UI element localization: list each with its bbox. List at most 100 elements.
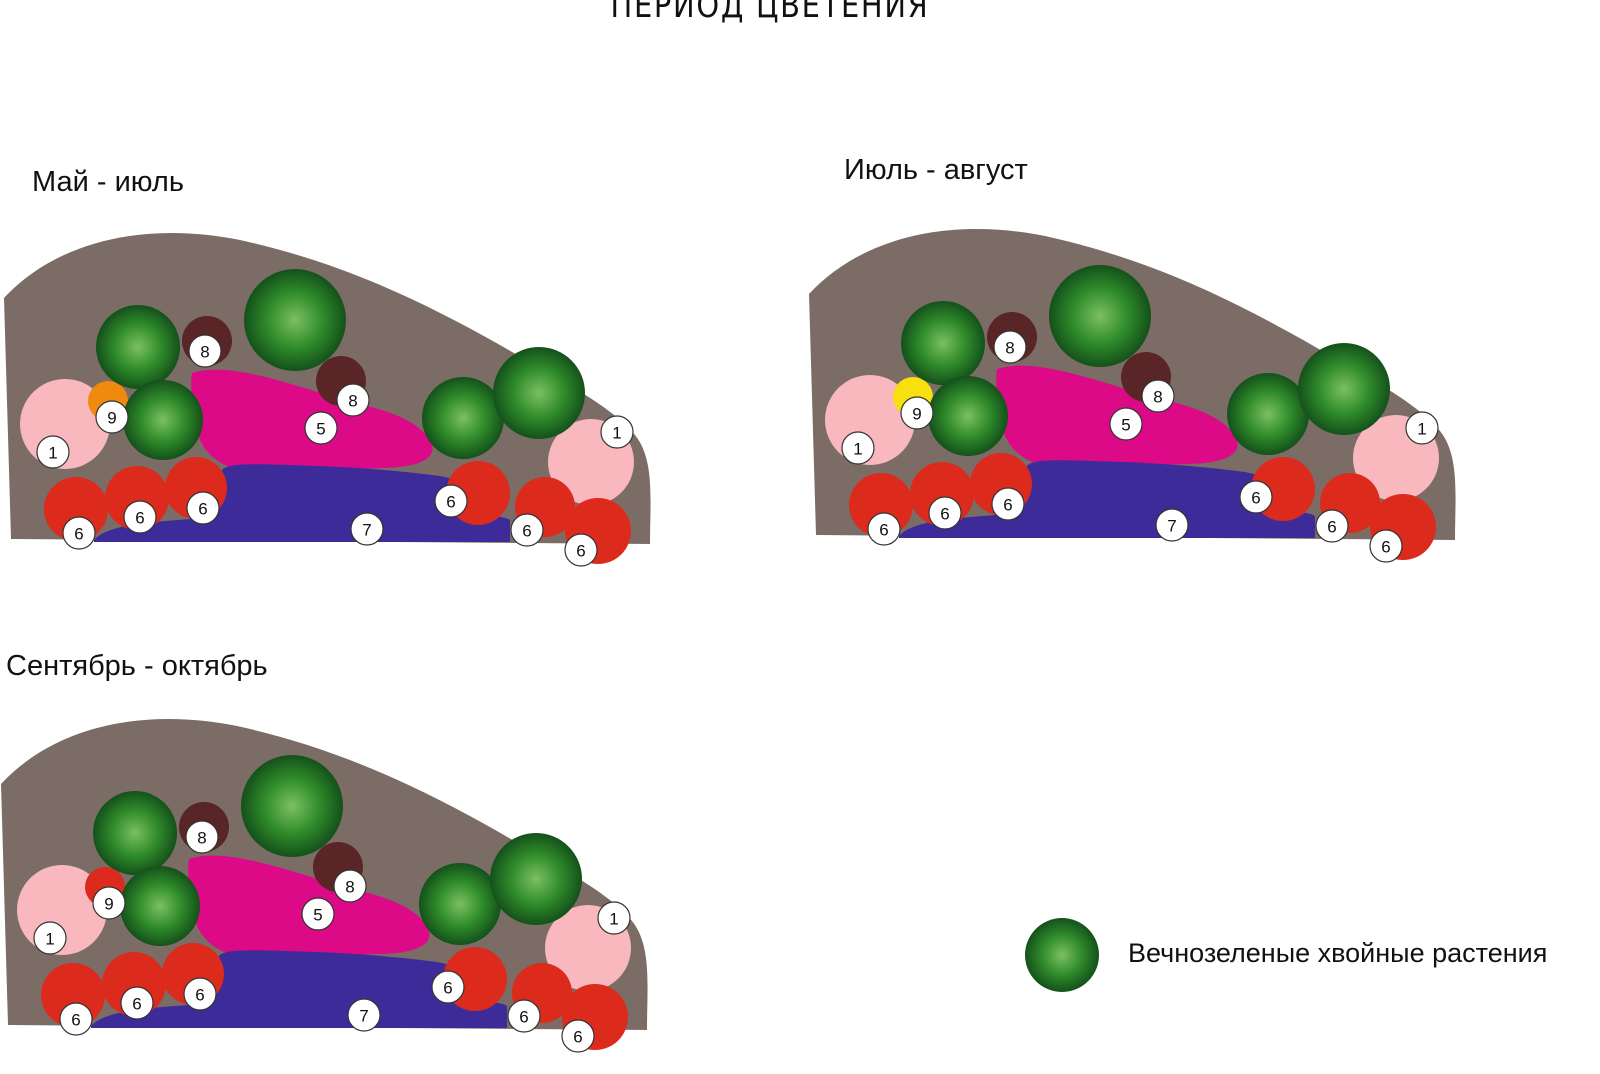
number-marker-5: 5 <box>304 411 338 445</box>
conifer-circle-icon <box>123 380 203 460</box>
number-marker-6: 6 <box>564 533 598 567</box>
legend-conifer-circle-icon <box>1025 918 1099 992</box>
number-marker-8: 8 <box>185 820 219 854</box>
number-marker-9: 9 <box>95 400 129 434</box>
svg-text:9: 9 <box>107 409 116 428</box>
number-marker-7: 7 <box>1155 508 1189 542</box>
flower-bed-scheme-may-july: 8 8 9 5 1 1 7 6 6 6 6 6 6 <box>4 233 651 567</box>
section-label-july-august: Июль - август <box>844 154 1028 186</box>
number-marker-6: 6 <box>186 491 220 525</box>
conifer-circle-icon <box>419 863 501 945</box>
number-marker-1: 1 <box>841 431 875 465</box>
svg-text:5: 5 <box>313 906 322 925</box>
svg-text:6: 6 <box>132 995 141 1014</box>
conifer-circle-icon <box>96 305 180 389</box>
svg-text:6: 6 <box>198 500 207 519</box>
svg-text:8: 8 <box>1005 339 1014 358</box>
number-marker-6: 6 <box>59 1002 93 1036</box>
conifer-circle-icon <box>1227 373 1309 455</box>
conifer-circle-icon <box>93 791 177 875</box>
svg-text:9: 9 <box>104 895 113 914</box>
svg-text:6: 6 <box>74 525 83 544</box>
conifer-circle-icon <box>901 301 985 385</box>
number-marker-7: 7 <box>347 998 381 1032</box>
number-marker-8: 8 <box>993 330 1027 364</box>
conifer-circle-icon <box>244 269 346 371</box>
number-marker-6: 6 <box>1369 529 1403 563</box>
number-marker-1: 1 <box>1405 411 1439 445</box>
flower-bed-scheme-july-august: 8 8 9 5 1 1 7 6 6 6 6 6 6 <box>809 229 1456 563</box>
conifer-circle-icon <box>241 755 343 857</box>
number-marker-6: 6 <box>991 487 1025 521</box>
svg-text:1: 1 <box>48 444 57 463</box>
number-marker-8: 8 <box>333 869 367 903</box>
number-marker-6: 6 <box>62 516 96 550</box>
number-marker-9: 9 <box>92 886 126 920</box>
svg-text:1: 1 <box>612 424 621 443</box>
svg-text:6: 6 <box>940 505 949 524</box>
svg-text:6: 6 <box>522 522 531 541</box>
number-marker-1: 1 <box>600 415 634 449</box>
svg-text:6: 6 <box>195 986 204 1005</box>
svg-text:6: 6 <box>71 1011 80 1030</box>
number-marker-6: 6 <box>507 999 541 1033</box>
svg-text:6: 6 <box>1003 496 1012 515</box>
legend-text: Вечнозеленые хвойные растения <box>1128 938 1548 968</box>
svg-text:9: 9 <box>912 405 921 424</box>
number-marker-1: 1 <box>597 901 631 935</box>
svg-text:1: 1 <box>1417 420 1426 439</box>
conifer-circle-icon <box>928 376 1008 456</box>
svg-text:6: 6 <box>446 493 455 512</box>
svg-text:1: 1 <box>853 440 862 459</box>
svg-text:5: 5 <box>316 420 325 439</box>
svg-text:6: 6 <box>576 542 585 561</box>
number-marker-5: 5 <box>1109 407 1143 441</box>
number-marker-6: 6 <box>434 484 468 518</box>
number-marker-6: 6 <box>1315 509 1349 543</box>
svg-text:7: 7 <box>362 521 371 540</box>
conifer-circle-icon <box>490 833 582 925</box>
number-marker-8: 8 <box>336 383 370 417</box>
number-marker-5: 5 <box>301 897 335 931</box>
svg-text:6: 6 <box>135 509 144 528</box>
conifer-circle-icon <box>1049 265 1151 367</box>
number-marker-6: 6 <box>510 513 544 547</box>
svg-text:6: 6 <box>1327 518 1336 537</box>
svg-text:6: 6 <box>879 521 888 540</box>
svg-text:6: 6 <box>443 979 452 998</box>
svg-text:8: 8 <box>200 343 209 362</box>
conifer-circle-icon <box>120 866 200 946</box>
number-marker-8: 8 <box>188 334 222 368</box>
number-marker-6: 6 <box>120 986 154 1020</box>
number-marker-1: 1 <box>36 435 70 469</box>
page-title: ПЕРИОД ЦВЕТЕНИЯ <box>610 0 930 26</box>
svg-text:1: 1 <box>609 910 618 929</box>
conifer-circle-icon <box>1298 343 1390 435</box>
section-label-september-october: Сентябрь - октябрь <box>6 650 268 682</box>
number-marker-7: 7 <box>350 512 384 546</box>
number-marker-9: 9 <box>900 396 934 430</box>
number-marker-6: 6 <box>183 977 217 1011</box>
svg-text:6: 6 <box>573 1028 582 1047</box>
conifer-circle-icon <box>493 347 585 439</box>
svg-text:8: 8 <box>1153 388 1162 407</box>
number-marker-6: 6 <box>431 970 465 1004</box>
number-marker-6: 6 <box>1239 480 1273 514</box>
flower-bed-scheme-september-october: 8 8 9 5 1 1 7 6 6 6 6 6 6 <box>1 719 648 1053</box>
svg-text:8: 8 <box>348 392 357 411</box>
svg-text:6: 6 <box>1251 489 1260 508</box>
number-marker-8: 8 <box>1141 379 1175 413</box>
number-marker-6: 6 <box>867 512 901 546</box>
number-marker-6: 6 <box>123 500 157 534</box>
svg-text:1: 1 <box>45 930 54 949</box>
number-marker-6: 6 <box>928 496 962 530</box>
number-marker-1: 1 <box>33 921 67 955</box>
conifer-circle-icon <box>422 377 504 459</box>
svg-text:8: 8 <box>197 829 206 848</box>
section-label-may-july: Май - июль <box>32 166 184 198</box>
svg-text:6: 6 <box>1381 538 1390 557</box>
svg-text:6: 6 <box>519 1008 528 1027</box>
svg-text:7: 7 <box>1167 517 1176 536</box>
svg-text:8: 8 <box>345 878 354 897</box>
